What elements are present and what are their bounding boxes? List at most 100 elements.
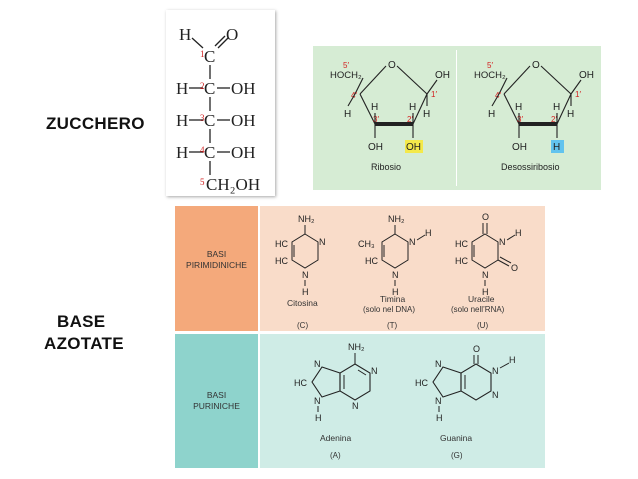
cytosine-hc1: HC	[275, 239, 288, 249]
fischer-num2: 2	[200, 81, 205, 91]
cytosine-n1: N	[302, 270, 309, 280]
uracil-note: (solo nell’RNA)	[451, 305, 505, 314]
deoxyribose-c3-oh: OH	[512, 142, 527, 153]
adenine-hc8: HC	[294, 378, 307, 388]
deoxyribose-ring-o: O	[532, 60, 540, 71]
deoxyribose-c2-num: 2′	[551, 115, 557, 124]
guanine-n1-h: H	[509, 355, 516, 365]
deoxyribose-c1-oh: OH	[579, 70, 594, 81]
cytosine-h: H	[302, 287, 309, 297]
guanine-code: (G)	[451, 451, 463, 460]
adenine-molecule: NH₂ N HC N H N N Adenina (A)	[294, 342, 378, 460]
uracil-n3-h: H	[515, 228, 522, 238]
pyrimidine-header: BASI PIRIMIDINICHE	[186, 249, 247, 270]
fischer-num1: 1	[200, 49, 205, 59]
ribose-c2-num: 2′	[407, 115, 413, 124]
purine-body-cell	[260, 334, 545, 468]
guanine-n1: N	[492, 366, 499, 376]
fischer-c3: C	[204, 111, 215, 130]
adenine-n7: N	[314, 359, 321, 369]
ribose-c3-num: 3′	[373, 115, 379, 124]
bases-label-line1: BASE	[57, 312, 106, 331]
fischer-c2: C	[204, 79, 215, 98]
ribose-c2-highlight	[405, 140, 423, 153]
fischer-c1: C	[204, 47, 215, 66]
ribose-structure: 5′ HOCH₂ O 4′ 1′ 3′ 2′ OH H H H H OH OH …	[330, 60, 450, 172]
deoxyribose-c2-highlight	[551, 140, 564, 153]
purine-structures: NH₂ N HC N H N N Adenina (A) O N HC	[294, 342, 516, 460]
pyrimidine-body-cell	[260, 206, 545, 331]
guanine-o6: O	[473, 344, 480, 354]
deoxyribose-c2-h-top: H	[553, 102, 560, 113]
ribose-c2-h: H	[409, 102, 416, 113]
ribose-c1-num: 1′	[431, 90, 437, 99]
ribose-c1-h: H	[423, 109, 430, 120]
deoxyribose-c3-h: H	[515, 102, 522, 113]
deoxyribose-c1-num: 1′	[575, 90, 581, 99]
adenine-n9: N	[314, 396, 321, 406]
deoxyribose-c1-h: H	[567, 109, 574, 120]
cytosine-code: (C)	[297, 321, 308, 330]
guanine-molecule: O N HC N H N H N Guanina (G)	[415, 344, 516, 460]
fischer-num5: 5	[200, 177, 205, 187]
deoxyribose-c3-num: 3′	[517, 115, 523, 124]
fischer-row2-oh: OH	[231, 79, 256, 98]
thymine-n3-h: H	[425, 228, 432, 238]
purine-header: BASI PURINICHE	[193, 390, 240, 411]
sugars-divider	[456, 50, 457, 186]
deoxyribose-c4-h: H	[488, 109, 495, 120]
fischer-num3: 3	[200, 113, 205, 123]
guanine-n9: N	[435, 396, 442, 406]
uracil-name: Uracile	[468, 294, 495, 304]
cytosine-n3: N	[319, 237, 326, 247]
deoxyribose-name: Desossiribosio	[501, 162, 560, 172]
uracil-hc2: HC	[455, 256, 468, 266]
fischer-row4-h: H	[176, 143, 188, 162]
deoxyribose-hoch2: HOCH₂	[474, 70, 506, 81]
uracil-o2: O	[511, 263, 518, 273]
sugar-label: ZUCCHERO	[46, 114, 145, 133]
adenine-n3: N	[352, 401, 359, 411]
ribose-c4-h: H	[344, 109, 351, 120]
ribose-ring-o: O	[388, 60, 396, 71]
bases-table: BASI PIRIMIDINICHE BASI PURINICHE NH₂ HC…	[175, 206, 545, 468]
fischer-row4-oh: OH	[231, 143, 256, 162]
cytosine-name: Citosina	[287, 298, 318, 308]
ribose-name: Ribosio	[371, 162, 401, 172]
cytosine-nh2: NH₂	[298, 214, 315, 224]
ribose-c3-h: H	[371, 102, 378, 113]
deoxyribose-c2-h: H	[553, 142, 560, 153]
thymine-molecule: NH₂ CH₃ HC N H N H Timina (solo nel DNA)…	[358, 214, 432, 330]
cytosine-molecule: NH₂ HC HC N N H Citosina (C)	[275, 214, 326, 330]
adenine-name: Adenina	[320, 433, 351, 443]
uracil-hc1: HC	[455, 239, 468, 249]
bases-label-line2: AZOTATE	[44, 334, 124, 353]
purine-header-cell: BASI PURINICHE	[175, 334, 258, 468]
ribose-c1-oh: OH	[435, 70, 450, 81]
thymine-h: H	[392, 287, 399, 297]
thymine-code: (T)	[387, 321, 398, 330]
deoxyribose-structure: 5′ HOCH₂ O 4′ 1′ 3′ 2′ OH H H H H OH H D…	[474, 60, 594, 172]
fischer-num4: 4	[200, 145, 205, 155]
ribose-c2-oh: OH	[406, 142, 421, 153]
fischer-structure: H C O 1 H C OH 2 H C OH 3 H C OH 4 5 CH₂…	[176, 25, 260, 194]
guanine-hc8: HC	[415, 378, 428, 388]
guanine-name: Guanina	[440, 433, 472, 443]
fischer-aldehyde-h: H	[179, 25, 191, 44]
thymine-name: Timina	[380, 294, 405, 304]
ribose-c5-num: 5′	[343, 61, 349, 70]
uracil-code: (U)	[477, 321, 488, 330]
deoxyribose-c5-num: 5′	[487, 61, 493, 70]
ribose-hoch2: HOCH₂	[330, 70, 362, 81]
fischer-aldehyde-o: O	[226, 25, 238, 44]
fischer-row3-oh: OH	[231, 111, 256, 130]
adenine-code: (A)	[330, 451, 341, 460]
cytosine-hc2: HC	[275, 256, 288, 266]
uracil-n1: N	[482, 270, 489, 280]
guanine-n7: N	[435, 359, 442, 369]
adenine-n1: N	[371, 366, 378, 376]
pyrimidine-structures: NH₂ HC HC N N H Citosina (C) NH₂ CH₃ HC …	[275, 212, 522, 330]
thymine-hc: HC	[365, 256, 378, 266]
fischer-projection: H C O 1 H C OH 2 H C OH 3 H C OH 4 5 CH₂…	[166, 10, 275, 196]
uracil-o4: O	[482, 212, 489, 222]
